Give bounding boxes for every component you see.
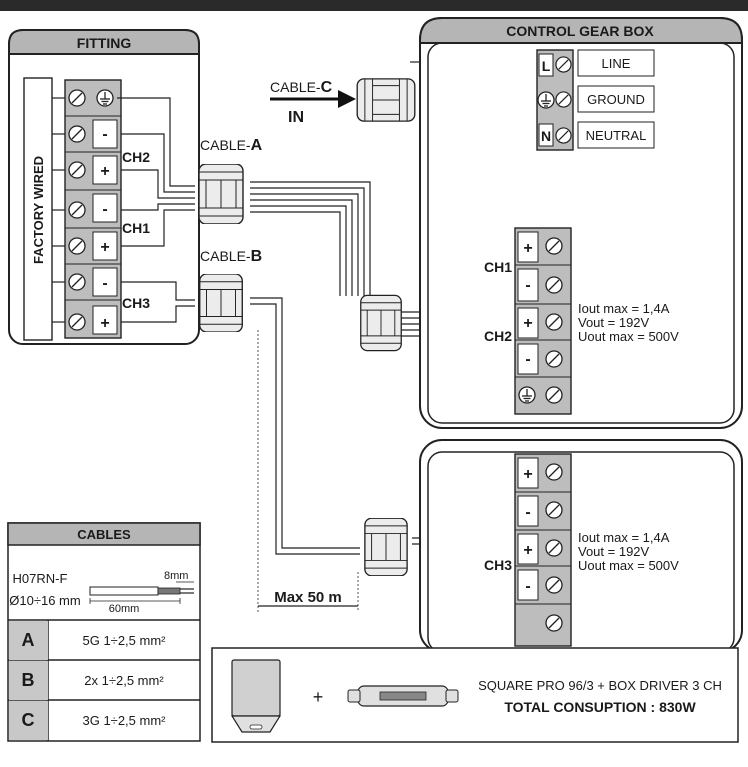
- screw-icon: [545, 237, 563, 255]
- minus-sign: -: [525, 578, 530, 595]
- control-spec-iout: Iout max = 1,4A: [578, 301, 670, 316]
- plus-sign: +: [100, 163, 109, 180]
- cable-row-spec: 3G 1÷2,5 mm²: [83, 713, 167, 728]
- screw-icon: [545, 386, 563, 404]
- plus-sign: +: [523, 240, 532, 257]
- cable-row-letter: C: [22, 710, 35, 730]
- minus-sign: -: [525, 351, 530, 368]
- cable-row-spec: 2x 1÷2,5 mm²: [84, 673, 164, 688]
- control-ch2-label: CH2: [484, 328, 512, 344]
- fitting-gland-a: [198, 164, 244, 224]
- box2-spec-vout: Vout = 192V: [578, 544, 650, 559]
- screw-icon: [545, 501, 563, 519]
- cable-c-label: CABLE-C: [270, 79, 333, 96]
- screw-icon: [68, 313, 86, 331]
- in-label: IN: [288, 109, 304, 126]
- screw-icon: [68, 237, 86, 255]
- product-info: + SQUARE PRO 96/3 + BOX DRIVER 3 CH TOTA…: [211, 647, 739, 743]
- cable-type: H07RN-F: [13, 571, 68, 586]
- factory-wired-label: FACTORY WIRED: [31, 156, 46, 264]
- fitting-gland-b: [199, 274, 243, 332]
- minus-sign: -: [102, 275, 107, 292]
- cables-table: CABLES H07RN-F Ø10÷16 mm 8mm 60mm A 5G 1…: [7, 522, 201, 742]
- minus-sign: -: [102, 201, 107, 218]
- strip-8mm-label: 8mm: [164, 570, 188, 582]
- minus-sign: -: [102, 126, 107, 143]
- cable-diameter: Ø10÷16 mm: [9, 593, 80, 608]
- fitting-title: FITTING: [77, 35, 132, 51]
- cable-row-letter: A: [22, 630, 35, 650]
- box2-ch3-label: CH3: [484, 557, 512, 573]
- minus-sign: -: [525, 504, 530, 521]
- driver-box-icon: [347, 685, 459, 707]
- control-ch1-label: CH1: [484, 259, 512, 275]
- cables-table-title: CABLES: [77, 527, 131, 542]
- control-box-title: CONTROL GEAR BOX: [506, 23, 654, 39]
- screw-icon: [68, 201, 86, 219]
- box2-gland-b: [364, 518, 408, 576]
- max-length-label: Max 50 m: [274, 589, 342, 606]
- fitting-panel: FITTING FACTORY WIRED - +: [8, 29, 200, 345]
- fitting-ch1-label: CH1: [122, 220, 150, 236]
- strip-60mm-label: 60mm: [109, 603, 140, 615]
- terminal-n-label: N: [541, 128, 551, 144]
- product-name: SQUARE PRO 96/3 + BOX DRIVER 3 CH: [478, 678, 722, 693]
- cable-row-spec: 5G 1÷2,5 mm²: [83, 633, 167, 648]
- plus-sign: +: [523, 466, 532, 483]
- screw-icon: [545, 539, 563, 557]
- cable-strip-icon: [89, 581, 194, 604]
- box-driver-ch3: + - + - CH3 Iout max = 1,4A Vout = 192V …: [419, 439, 743, 653]
- screw-icon: [545, 463, 563, 481]
- neutral-label: NEUTRAL: [586, 128, 647, 143]
- screw-icon: [555, 56, 572, 73]
- ground-label: GROUND: [587, 92, 645, 107]
- ground-icon: [518, 386, 536, 404]
- control-gland-c: [356, 78, 416, 122]
- screw-icon: [545, 276, 563, 294]
- minus-sign: -: [525, 277, 530, 294]
- box2-spec-uout: Uout max = 500V: [578, 558, 679, 573]
- total-consumption: TOTAL CONSUPTION : 830W: [504, 699, 696, 715]
- plus-sign: +: [523, 542, 532, 559]
- screw-icon: [555, 127, 572, 144]
- plus-sign: +: [313, 687, 324, 707]
- screw-icon: [545, 614, 563, 632]
- screw-icon: [555, 91, 572, 108]
- ground-icon: [96, 89, 114, 107]
- line-label: LINE: [602, 56, 631, 71]
- top-bar: [0, 0, 748, 11]
- screw-icon: [68, 125, 86, 143]
- cable-a-label: CABLE-A: [200, 137, 263, 154]
- terminal-l-label: L: [542, 58, 551, 74]
- screw-icon: [545, 576, 563, 594]
- plus-sign: +: [523, 315, 532, 332]
- control-spec-vout: Vout = 192V: [578, 315, 650, 330]
- fixture-icon: [230, 659, 282, 733]
- cable-row-letter: B: [22, 670, 35, 690]
- screw-icon: [545, 313, 563, 331]
- plus-sign: +: [100, 315, 109, 332]
- fitting-ch2-label: CH2: [122, 149, 150, 165]
- arrow-right-icon: [270, 90, 356, 108]
- fitting-ch3-label: CH3: [122, 295, 150, 311]
- screw-icon: [545, 350, 563, 368]
- ground-icon: [537, 91, 555, 109]
- screw-icon: [68, 89, 86, 107]
- control-spec-uout: Uout max = 500V: [578, 329, 679, 344]
- control-gear-box: CONTROL GEAR BOX L N LINE GROUND NEUTRAL…: [419, 17, 743, 429]
- box2-spec-iout: Iout max = 1,4A: [578, 530, 670, 545]
- control-gland-a: [360, 294, 402, 352]
- cable-b-label: CABLE-B: [200, 248, 262, 265]
- screw-icon: [68, 273, 86, 291]
- plus-sign: +: [100, 239, 109, 256]
- screw-icon: [68, 161, 86, 179]
